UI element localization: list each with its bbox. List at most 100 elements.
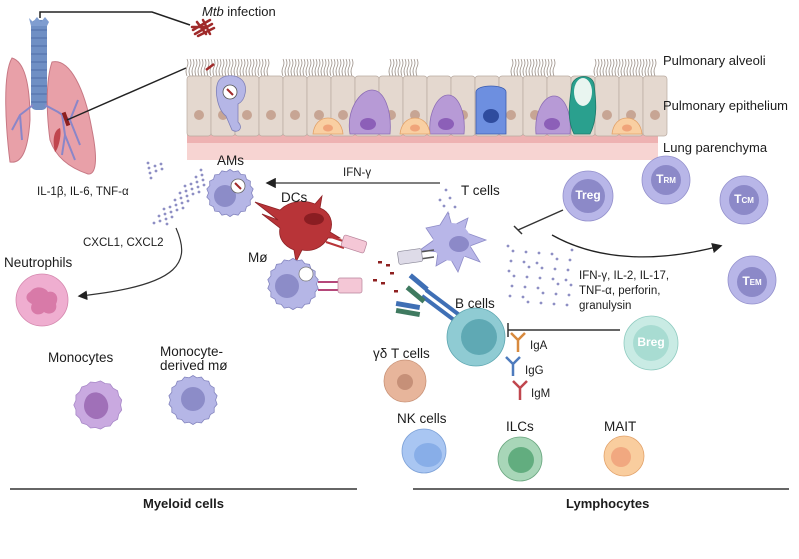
cytokine-dot xyxy=(539,301,543,305)
gamma-delta-t-cell xyxy=(383,359,427,403)
iga-label: IgA xyxy=(530,340,548,352)
cytokine-dot xyxy=(506,244,510,248)
cilium xyxy=(227,58,231,77)
cytokine-dot xyxy=(181,206,185,210)
pulmonary-epithelium-illustration xyxy=(185,58,668,160)
tcm-label-sub: CM xyxy=(741,196,754,205)
cilium xyxy=(317,58,321,77)
cilium xyxy=(641,58,645,77)
cytokine-dots-tcells xyxy=(506,244,574,307)
cilium xyxy=(335,58,339,77)
monocytes-label: Monocytes xyxy=(48,350,114,365)
cilium xyxy=(305,58,309,77)
cytokine-dot xyxy=(527,265,531,269)
treg-cell xyxy=(562,170,614,222)
cytokine-dot xyxy=(551,277,555,281)
cilium xyxy=(537,58,541,77)
cytokine-dot xyxy=(173,198,177,202)
iga-antibody-icon xyxy=(510,332,526,352)
cytokine-dot xyxy=(523,285,527,289)
cytokine-dot xyxy=(511,249,515,253)
cilium xyxy=(510,58,514,77)
cytokine-dot xyxy=(195,180,199,184)
cilium xyxy=(525,58,529,77)
cilium xyxy=(397,58,401,77)
dcs-label: DCs xyxy=(281,190,308,205)
cytokine-dot xyxy=(164,217,168,221)
cytokine-dot xyxy=(566,268,570,272)
cytokine-dot xyxy=(565,303,569,307)
dc-tcr-receptor xyxy=(325,234,368,254)
cytokine-dot xyxy=(541,291,545,295)
zoom-connector-line xyxy=(66,67,187,121)
cilium xyxy=(308,58,312,77)
cytokine-dot xyxy=(165,222,169,226)
cilium xyxy=(638,58,642,77)
cilium xyxy=(599,58,603,77)
cilium xyxy=(635,58,639,77)
t-cell-cytokines-line2: TNF-α, perforin, xyxy=(579,285,661,297)
cilium xyxy=(266,58,270,77)
trm-label-sub: RM xyxy=(663,176,676,185)
ilc-cell xyxy=(497,436,543,482)
epithelial-nucleus xyxy=(290,110,300,120)
tem-cell xyxy=(727,255,777,305)
tcm-cell xyxy=(719,175,769,225)
lymphocytes-section-label: Lymphocytes xyxy=(566,496,650,511)
cytokine-dot xyxy=(444,188,448,192)
cytokine-dot xyxy=(512,274,516,278)
t-cell-cytokines-line1: IFN-γ, IL-2, IL-17, xyxy=(579,270,670,282)
cilium xyxy=(257,58,261,77)
epithelial-nucleus xyxy=(314,110,324,120)
cytokine-dot xyxy=(149,176,153,180)
t-cell-differentiation-arrow xyxy=(551,234,723,258)
cytokine-dot xyxy=(526,300,530,304)
cytokine-dot xyxy=(567,293,571,297)
dendritic-cell xyxy=(254,194,342,264)
epithelial-nucleus xyxy=(410,110,420,120)
infection-label: infection xyxy=(223,4,276,19)
monocyte-derived-label-line1: Monocyte- xyxy=(160,344,224,359)
cytokine-dot xyxy=(442,204,446,208)
cytokine-dot xyxy=(524,250,528,254)
macrophage-label: Mø xyxy=(248,250,268,265)
cytokine-dot xyxy=(169,210,173,214)
cytokine-dot xyxy=(162,207,166,211)
epithelial-cell xyxy=(258,75,284,137)
cytokine-dot xyxy=(540,266,544,270)
cilium xyxy=(314,58,318,77)
igm-label: IgM xyxy=(531,388,551,400)
cilium xyxy=(605,58,609,77)
cytokine-dot xyxy=(508,294,512,298)
cilium xyxy=(299,58,303,77)
cilium xyxy=(311,58,315,77)
cytokine-dot xyxy=(199,168,203,172)
lung-parenchyma-label: Lung parenchyma xyxy=(663,140,768,155)
cytokine-dot xyxy=(201,178,205,182)
tcm-label: TCM xyxy=(726,192,762,206)
cytokine-dot xyxy=(554,292,558,296)
pulmonary-epithelium-label: Pulmonary epithelium xyxy=(663,98,789,113)
cilium xyxy=(212,58,216,77)
cytokine-dot xyxy=(196,185,200,189)
cilium xyxy=(611,58,615,77)
cilium xyxy=(200,58,204,77)
cytokine-dot xyxy=(190,187,194,191)
igg-label: IgG xyxy=(525,365,544,377)
cytokine-dot xyxy=(509,259,513,263)
breg-label: Breg xyxy=(637,335,665,349)
cilium xyxy=(513,58,517,77)
ams-label: AMs xyxy=(217,153,244,168)
cilium xyxy=(629,58,633,77)
cilium xyxy=(233,58,237,77)
cilium xyxy=(394,58,398,77)
t-cell-cytokines-line3: granulysin xyxy=(579,300,632,312)
breg-cell xyxy=(623,315,679,371)
cilium xyxy=(251,58,255,77)
cytokine-dot xyxy=(184,189,188,193)
nk-cell xyxy=(401,428,447,474)
cytokine-dot xyxy=(564,278,568,282)
monocyte-cell xyxy=(73,380,123,430)
cytokine-dot xyxy=(507,269,511,273)
myeloid-cells-section-label: Myeloid cells xyxy=(143,496,224,511)
